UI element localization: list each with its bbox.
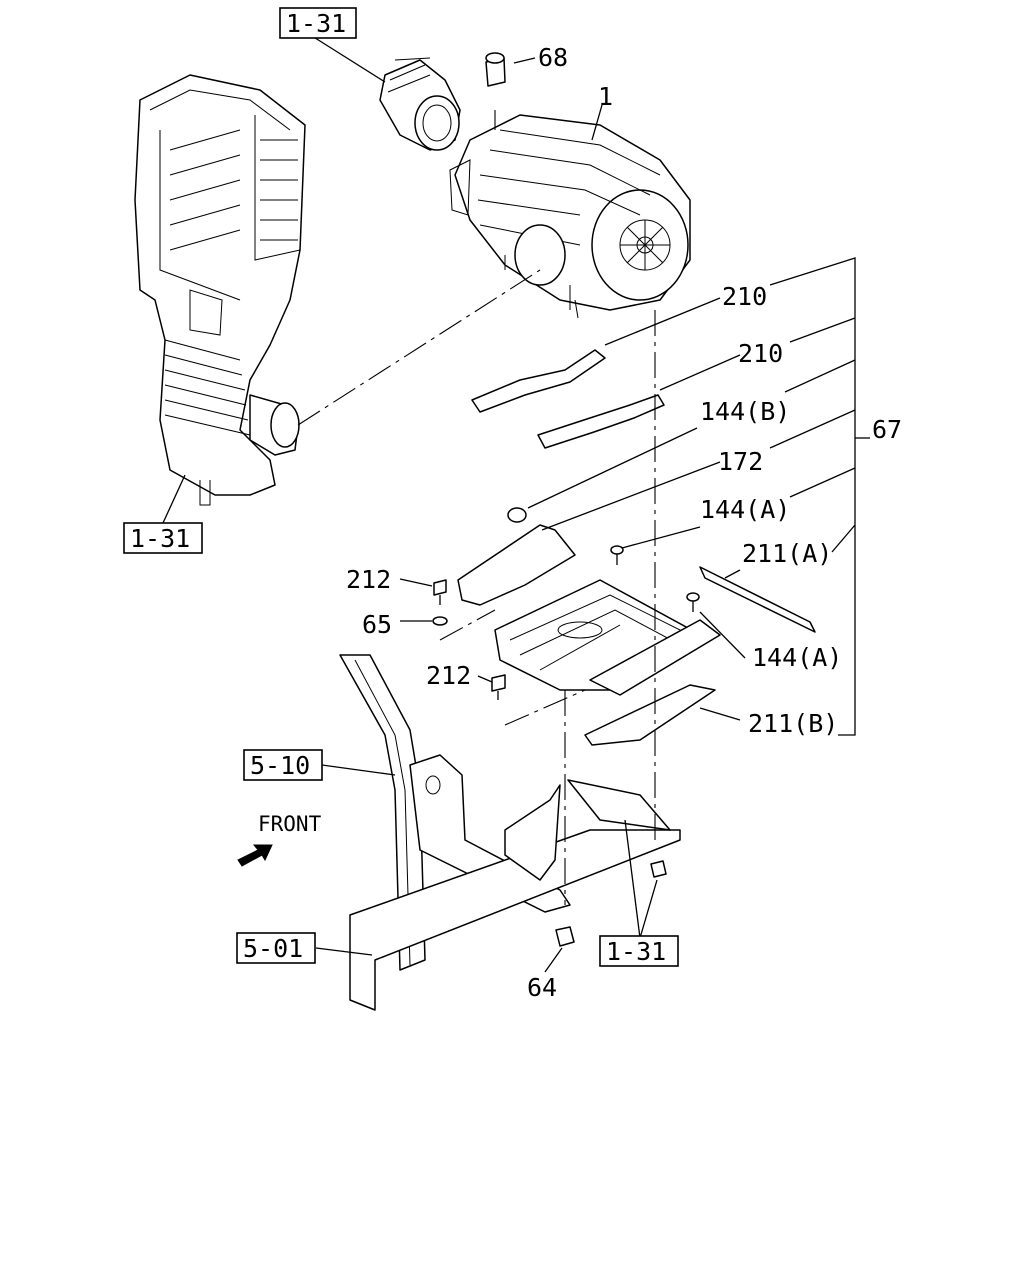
air-intake-snorkel [134, 74, 306, 506]
part-210-b: 210 [738, 339, 783, 368]
part-212-top: 212 [346, 565, 391, 594]
nut-1-31 [650, 860, 667, 878]
callout-labels: 1-31 68 1 210 210 144(B) 67 172 1-31 144… [123, 7, 902, 1002]
plate-211a [699, 566, 816, 633]
plate-211b [584, 684, 716, 746]
cap-68 [485, 52, 506, 87]
part-210-a: 210 [722, 282, 767, 311]
bolt-144a [610, 545, 700, 612]
part-211b: 211(B) [748, 709, 838, 738]
part-211a: 211(A) [742, 539, 832, 568]
mounting-bracket [457, 524, 721, 696]
part-68: 68 [538, 43, 568, 72]
part-144a-top: 144(A) [700, 495, 790, 524]
ref-1-31-bottom: 1-31 [606, 937, 666, 966]
part-64: 64 [527, 973, 557, 1002]
ref-1-31-left: 1-31 [130, 524, 190, 553]
clip-172 [507, 507, 527, 523]
frame-rail [349, 779, 681, 1011]
part-212-bottom: 212 [426, 661, 471, 690]
cross-member [409, 754, 571, 913]
part-144b: 144(B) [700, 397, 790, 426]
part-172: 172 [718, 447, 763, 476]
washer-65 [432, 616, 448, 626]
leader-lines [162, 35, 870, 973]
front-arrow-icon [237, 844, 273, 867]
bracket-210-lower [537, 394, 665, 449]
nut-64 [555, 926, 575, 947]
part-65: 65 [362, 610, 392, 639]
ref-5-10: 5-10 [250, 751, 310, 780]
ref-5-01: 5-01 [243, 934, 303, 963]
part-67: 67 [872, 415, 902, 444]
bolt-212-bottom [491, 674, 506, 700]
front-label: FRONT [258, 812, 322, 836]
air-cleaner [449, 114, 691, 319]
ref-1-31-top: 1-31 [286, 9, 346, 38]
bracket-210-upper [471, 349, 606, 413]
bolt-212-top [433, 579, 447, 605]
intake-hose [379, 57, 461, 151]
cab-pillar [339, 654, 426, 971]
part-144a-right: 144(A) [752, 643, 842, 672]
part-1: 1 [598, 82, 613, 111]
